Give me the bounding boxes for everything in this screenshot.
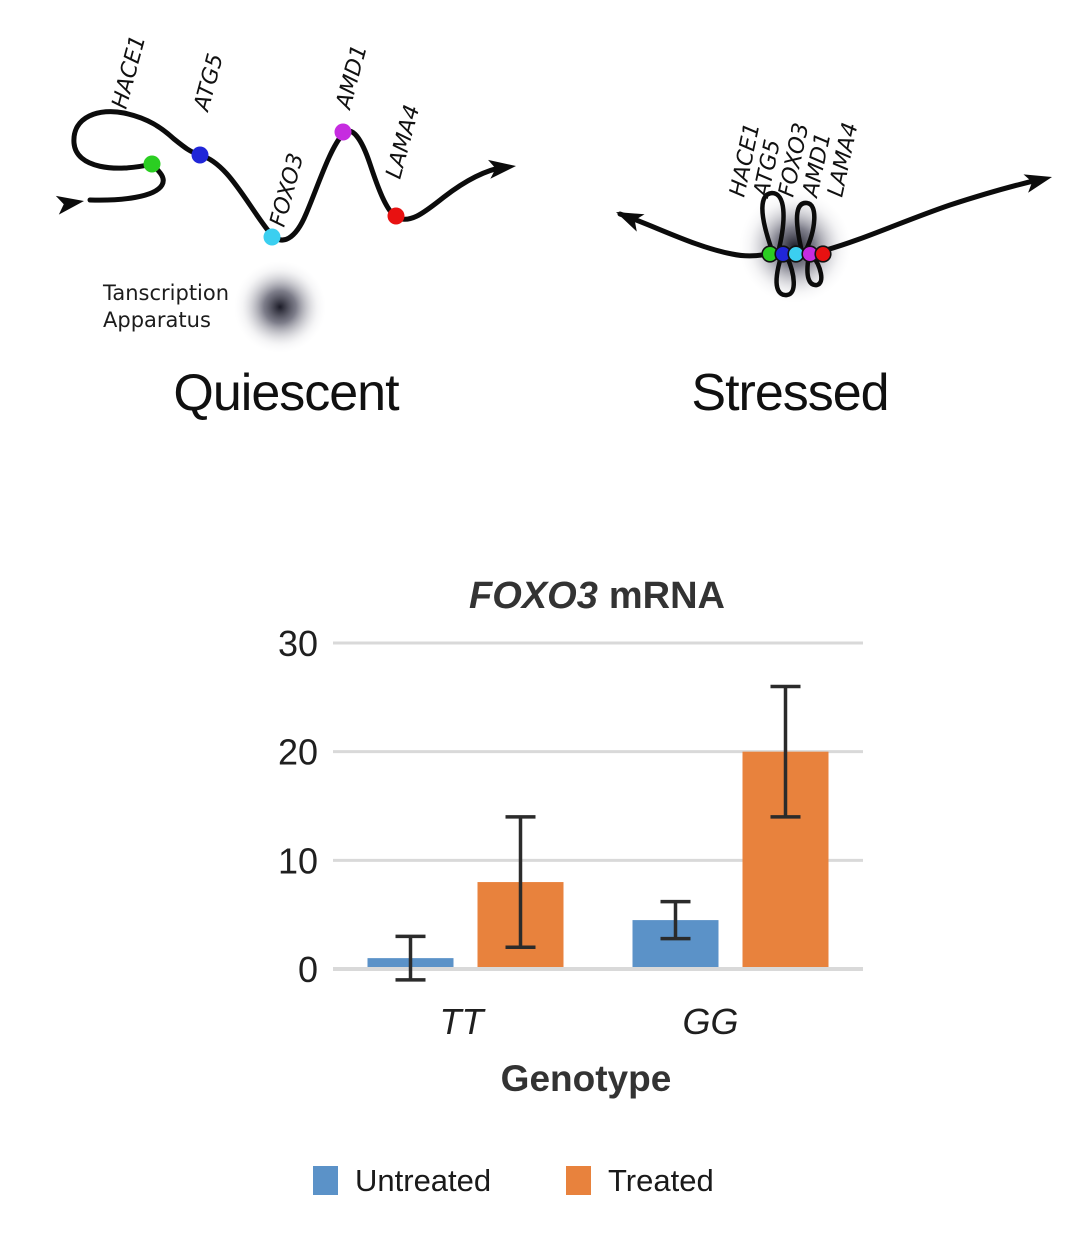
stressed-right-arrowhead — [1023, 174, 1052, 193]
x-axis-title: Genotype — [501, 1058, 672, 1099]
transcription-apparatus-blob — [234, 261, 326, 353]
quiescent-right-arrowhead — [488, 159, 516, 179]
gene-label-lama4: LAMA4 — [382, 102, 426, 181]
ytick-label-0: 0 — [298, 949, 318, 990]
transcription-apparatus-label-line1: Tanscription — [102, 281, 229, 305]
ytick-label-20: 20 — [278, 732, 318, 773]
stressed-panel: HACE1 ATG5 FOXO3 AMD1 LAMA4 Stressed — [616, 120, 1052, 422]
stressed-left-arrowhead — [616, 212, 645, 232]
legend-swatch-untreated — [313, 1166, 338, 1195]
stressed-loop-up-2 — [794, 200, 817, 255]
stressed-left-tail — [617, 211, 771, 259]
gene-label-atg5: ATG5 — [189, 51, 229, 115]
stressed-loop-up-1 — [760, 190, 786, 256]
gene-dot-lama4-stressed — [814, 245, 832, 263]
stressed-loop-down-2 — [805, 252, 824, 288]
gene-label-amd1: AMD1 — [331, 42, 372, 113]
stressed-loop-down-1 — [774, 254, 796, 298]
ytick-label-30: 30 — [278, 623, 318, 664]
gene-dot-amd1 — [334, 123, 352, 141]
quiescent-left-arrowhead — [55, 195, 84, 215]
stressed-title: Stressed — [691, 364, 888, 422]
quiescent-panel: HACE1 ATG5 FOXO3 AMD1 LAMA4 Tanscription… — [55, 33, 516, 422]
category-label-tt: TT — [440, 1001, 487, 1042]
ytick-label-10: 10 — [278, 840, 318, 881]
legend-swatch-treated — [566, 1166, 591, 1195]
gene-dot-atg5 — [191, 146, 209, 164]
gene-dot-lama4 — [387, 207, 405, 225]
quiescent-strand-tail — [87, 161, 166, 203]
gene-label-hace1: HACE1 — [108, 33, 152, 112]
gene-dot-hace1 — [143, 155, 161, 173]
stressed-right-tail — [823, 176, 1045, 253]
transcription-apparatus-label-line2: Apparatus — [103, 308, 211, 332]
legend-label-untreated: Untreated — [355, 1163, 491, 1198]
legend-label-treated: Treated — [608, 1163, 714, 1198]
quiescent-title: Quiescent — [173, 364, 400, 422]
gene-dot-foxo3 — [263, 228, 281, 246]
category-label-gg: GG — [682, 1001, 738, 1042]
